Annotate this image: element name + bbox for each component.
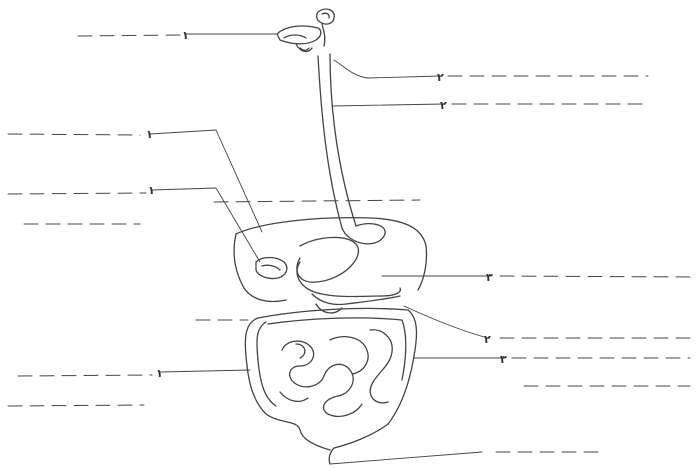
liver <box>234 218 426 302</box>
label-marker: ١ <box>156 367 163 380</box>
label-marker: ١ <box>182 29 189 42</box>
large-intestine <box>245 308 416 464</box>
label-marker: ١ <box>146 128 153 141</box>
label-marker: ٣ <box>486 271 493 284</box>
gallbladder <box>256 258 287 279</box>
label-marker: ٣ <box>500 353 507 366</box>
mouth-and-salivary-glands <box>277 9 334 51</box>
label-marker: ٢ <box>437 71 444 84</box>
stomach <box>297 224 401 297</box>
label-marker: ٢ <box>440 99 447 112</box>
label-markers: ١ ٢ ١ ٢ ١ ٣ ١ ٢ ٣ <box>146 29 507 380</box>
label-marker: ٢ <box>484 333 491 346</box>
label-marker: ١ <box>148 184 155 197</box>
esophagus <box>318 54 356 228</box>
small-intestine <box>280 330 392 417</box>
label-leader-lines <box>150 34 504 464</box>
